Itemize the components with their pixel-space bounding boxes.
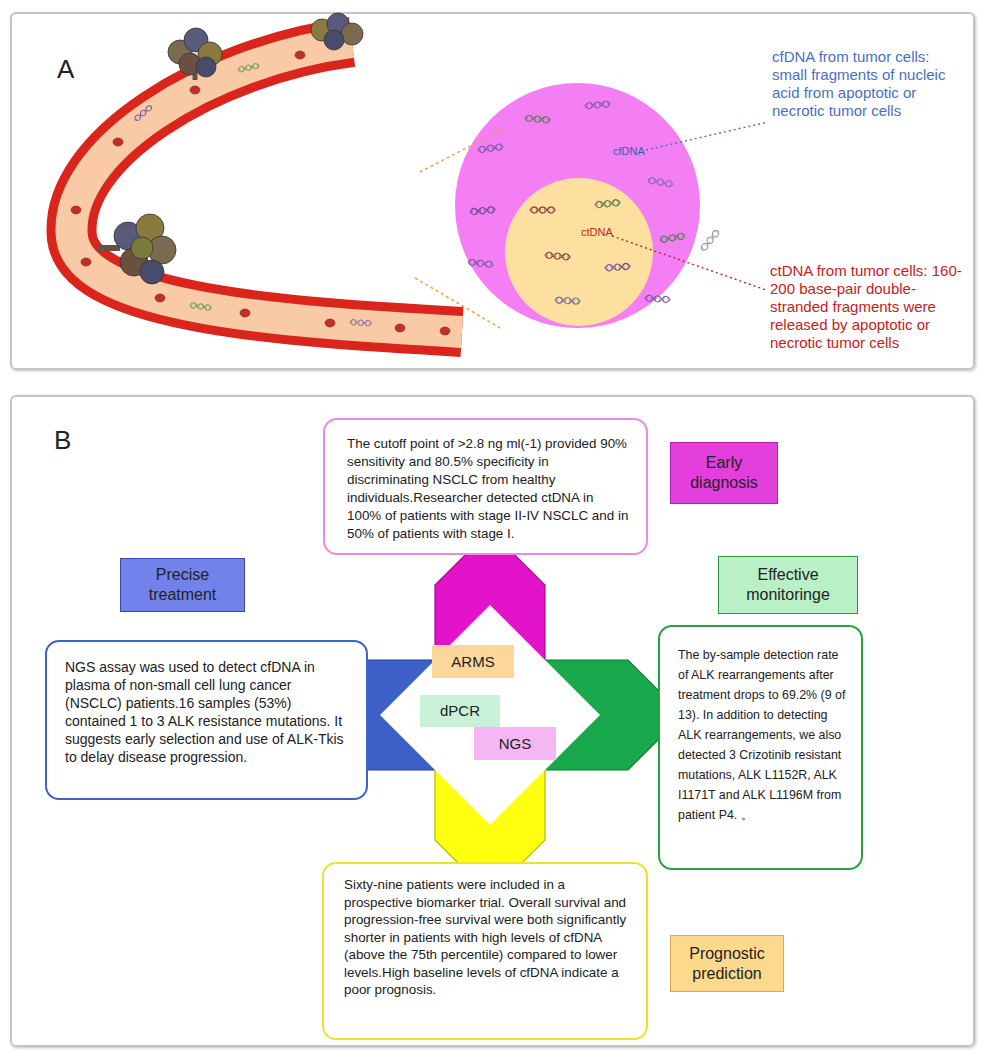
panel-letter: A	[57, 54, 74, 84]
leader-line	[612, 236, 766, 290]
category-box: Prognostic prediction	[670, 935, 784, 992]
tumor-cell	[140, 260, 164, 284]
tumor-cell	[327, 13, 349, 35]
red-blood-cell	[240, 309, 250, 317]
node-text: Sixty-nine patients were included in a p…	[344, 876, 630, 999]
vessel-wall	[72, 42, 462, 332]
tumor-cell	[120, 248, 148, 276]
dna-fragment	[470, 206, 496, 215]
category-box: Early diagnosis	[670, 442, 778, 504]
dna-fragment	[237, 63, 259, 73]
tumor-stalk	[98, 245, 120, 251]
dna-fragment	[659, 233, 685, 244]
tumor-cell	[179, 53, 201, 75]
tumor-cell	[131, 237, 153, 259]
dna-fragment	[595, 199, 621, 208]
red-blood-cells	[71, 51, 450, 335]
red-blood-cell	[71, 206, 81, 214]
leader-line	[646, 122, 768, 150]
circle-label: ctDNA	[581, 226, 613, 239]
node-text: Early diagnosis	[679, 453, 769, 493]
zoom-line	[420, 128, 505, 172]
tumor-cell	[168, 40, 192, 64]
dna-fragment	[350, 319, 372, 326]
panel-frame: B The cutoff point of >2.8 ng ml(-1) prov…	[10, 395, 975, 1047]
node-text: Effective monitoringe	[727, 565, 849, 605]
tumor-cell	[341, 23, 363, 45]
red-blood-cell	[113, 138, 123, 146]
node-text: NGS	[499, 735, 532, 753]
callout-text: cfDNA from tumor cells: small fragments …	[772, 48, 952, 120]
category-box: Precise treatment	[120, 558, 245, 612]
dna-fragment	[645, 295, 671, 303]
node-text: ARMS	[451, 653, 494, 671]
tumor-cell	[184, 28, 208, 52]
red-blood-cell	[155, 294, 165, 302]
tumor-cell	[324, 30, 344, 50]
cfdna-circle: cfDNA ctDNA	[455, 83, 700, 328]
dna-fragment	[133, 104, 153, 122]
diamond-shape	[380, 605, 600, 825]
tumor-cluster	[168, 28, 222, 80]
node-text: Precise treatment	[129, 565, 236, 605]
tumor-cell	[136, 214, 164, 242]
dna-fragment	[478, 143, 504, 153]
chevron-arrow	[490, 660, 683, 770]
method-diamond: ARMS dPCR NGS	[380, 605, 600, 825]
finding-box: The cutoff point of >2.8 ng ml(-1) provi…	[323, 418, 648, 555]
method-box: dPCR	[420, 695, 500, 727]
method-box: NGS	[474, 727, 556, 760]
chevron-arrow	[310, 660, 490, 770]
red-blood-cell	[325, 319, 335, 327]
chevron-arrow	[435, 715, 545, 895]
dna-fragment	[555, 297, 580, 305]
red-blood-cell	[295, 51, 305, 59]
tumor-cell	[114, 222, 142, 250]
node-text: The cutoff point of >2.8 ng ml(-1) provi…	[347, 435, 630, 543]
finding-box: NGS assay was used to detect cfDNA in pl…	[45, 640, 368, 800]
finding-box: Sixty-nine patients were included in a p…	[322, 862, 648, 1040]
node-text: dPCR	[440, 702, 480, 720]
vessel-lumen	[72, 42, 462, 332]
tumor-cluster	[98, 214, 176, 284]
dna-fragment	[530, 207, 555, 213]
red-blood-cell	[190, 86, 200, 94]
tumor-cluster	[311, 13, 363, 50]
tumor-cell	[196, 57, 216, 77]
red-blood-cell	[395, 324, 405, 332]
red-blood-cell	[81, 258, 91, 266]
red-blood-cell	[440, 327, 450, 335]
dna-fragment	[545, 252, 571, 260]
category-box: Effective monitoringe	[718, 556, 858, 614]
dna-fragment	[700, 229, 721, 252]
finding-box: The by-sample detection rate of ALK rear…	[658, 625, 863, 870]
node-text: NGS assay was used to detect cfDNA in pl…	[65, 658, 350, 766]
panel-letter: B	[54, 425, 71, 455]
method-box: ARMS	[432, 645, 514, 678]
tumor-stalk	[193, 62, 198, 80]
tumor-cell	[311, 19, 333, 41]
chevron-arrow	[435, 530, 545, 715]
dna-fragment	[647, 177, 673, 188]
tumor-cell	[148, 236, 176, 264]
dna-fragment	[525, 115, 551, 123]
tumor-cell	[198, 42, 222, 66]
circle-label: cfDNA	[613, 145, 645, 158]
dna-fragment	[585, 101, 611, 109]
dna-fragment	[190, 302, 212, 310]
node-text: Prognostic prediction	[679, 944, 775, 984]
dna-fragment	[605, 263, 631, 271]
dna-fragment	[468, 259, 494, 268]
zoom-line	[415, 278, 500, 328]
ctdna-circle: ctDNA	[505, 178, 653, 326]
node-text: The by-sample detection rate of ALK rear…	[678, 645, 847, 825]
callout-text: ctDNA from tumor cells: 160-200 base-pai…	[770, 262, 968, 352]
